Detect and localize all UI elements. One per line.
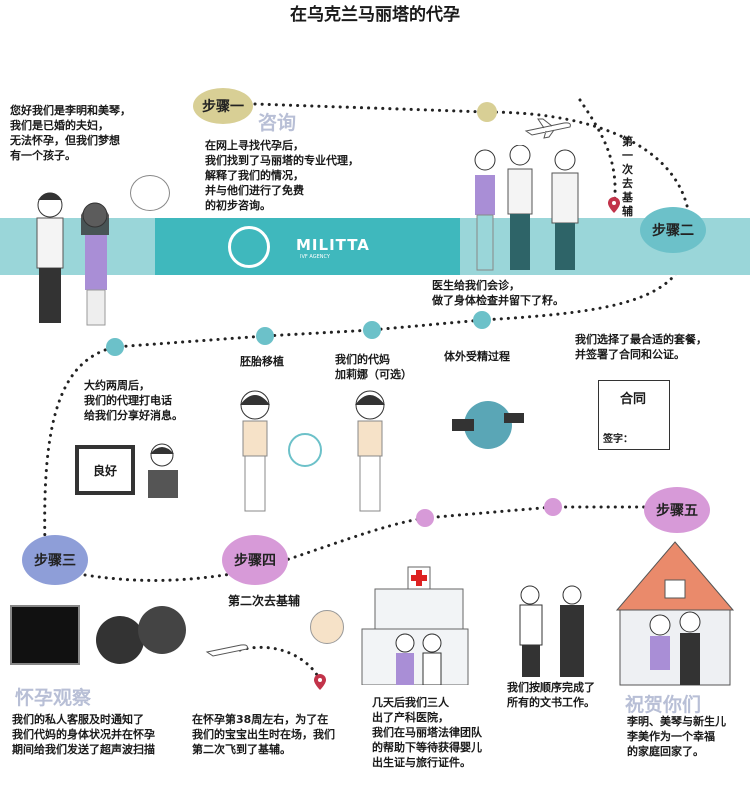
monitor-screen: 良好: [75, 445, 135, 495]
baby-thought-bubble: [130, 175, 170, 211]
step-3-text: 我们的私人客服及时通知了 我们代妈的身体状况并在怀孕 期间给我们发送了超声波扫描: [12, 713, 155, 756]
step-4-badge: 步骤四: [222, 535, 288, 585]
step-2-badge: 步骤二: [640, 207, 706, 253]
second-trip-label: 第二次去基辅: [228, 594, 301, 608]
logo-banner: [155, 218, 460, 275]
signature-label: 签字：: [603, 434, 633, 445]
logo-tagline: IVF AGENCY: [300, 254, 330, 260]
paperwork-text: 我们按顺序完成了 所有的文书工作。: [507, 681, 595, 709]
step-1-subtitle: 咨询: [258, 112, 297, 134]
ivf-microscope-icon: [452, 401, 524, 449]
airplane-icon: [205, 644, 248, 657]
contract-title: 合同: [620, 392, 647, 407]
step-1-badge: 步骤一: [193, 88, 253, 124]
step-1-text: 在网上寻找代孕后， 我们找到了马丽塔的专业代理， 解释了我们的情况， 并与他们进…: [205, 139, 359, 212]
step-4-text: 在怀孕第38周左右，为了在 我们的宝宝出生时在场，我们 第二次飞到了基辅。: [192, 713, 335, 756]
hospital-illustration: [361, 566, 469, 685]
location-pin-icon: [608, 197, 620, 213]
doctor-meeting-illustration: [474, 145, 579, 271]
couple-illustration: [36, 192, 109, 326]
location-pin-icon: [314, 674, 326, 690]
news-text: 大约两周后， 我们的代理打电话 给我们分享好消息。: [84, 379, 183, 422]
intro-text: 您好我们是李明和美琴， 我们是已婚的夫妇， 无法怀孕，但我们梦想 有一个孩子。: [10, 104, 131, 162]
first-trip-label: 第一次去基辅: [622, 135, 633, 218]
embryo-transfer-label: 胚胎移植: [240, 355, 284, 368]
step-3-badge: 步骤三: [22, 535, 88, 585]
ultrasound-monitor: [10, 605, 80, 665]
logo-icon: [228, 226, 270, 268]
page-title: 在乌克兰马丽塔的代孕: [290, 5, 460, 25]
step-5-text: 李明、美琴与新生儿 李美作为一个幸福 的家庭回家了。: [627, 715, 726, 758]
step-5-subtitle: 祝贺你们: [625, 694, 702, 716]
step-2-text: 医生给我们会诊， 做了身体检查并留下了籽。: [432, 279, 564, 307]
logo-name: MILITTA: [296, 236, 370, 254]
family-house-illustration: [615, 541, 735, 686]
contract-document: [598, 380, 670, 450]
handshake-illustration: [519, 585, 584, 677]
step-5-badge: 步骤五: [644, 487, 710, 533]
surrogate-illustration: [240, 390, 385, 512]
airplane-icon: [524, 118, 571, 139]
hospital-text: 几天后我们三人 出了产科医院， 我们在马丽塔法律团队 的帮助下等待获得婴儿 出生…: [372, 696, 482, 769]
baby-icon: [310, 610, 344, 644]
surrogate-label: 我们的代妈 加莉娜（可选）: [335, 353, 412, 381]
ivf-label: 体外受精过程: [444, 350, 510, 363]
agent-phone-illustration: [148, 443, 178, 498]
step-3-subtitle: 怀孕观察: [15, 687, 92, 709]
contract-text: 我们选择了最合适的套餐， 并签署了合同和公证。: [575, 333, 707, 361]
couple-ultrasound-illustration: [96, 606, 186, 664]
